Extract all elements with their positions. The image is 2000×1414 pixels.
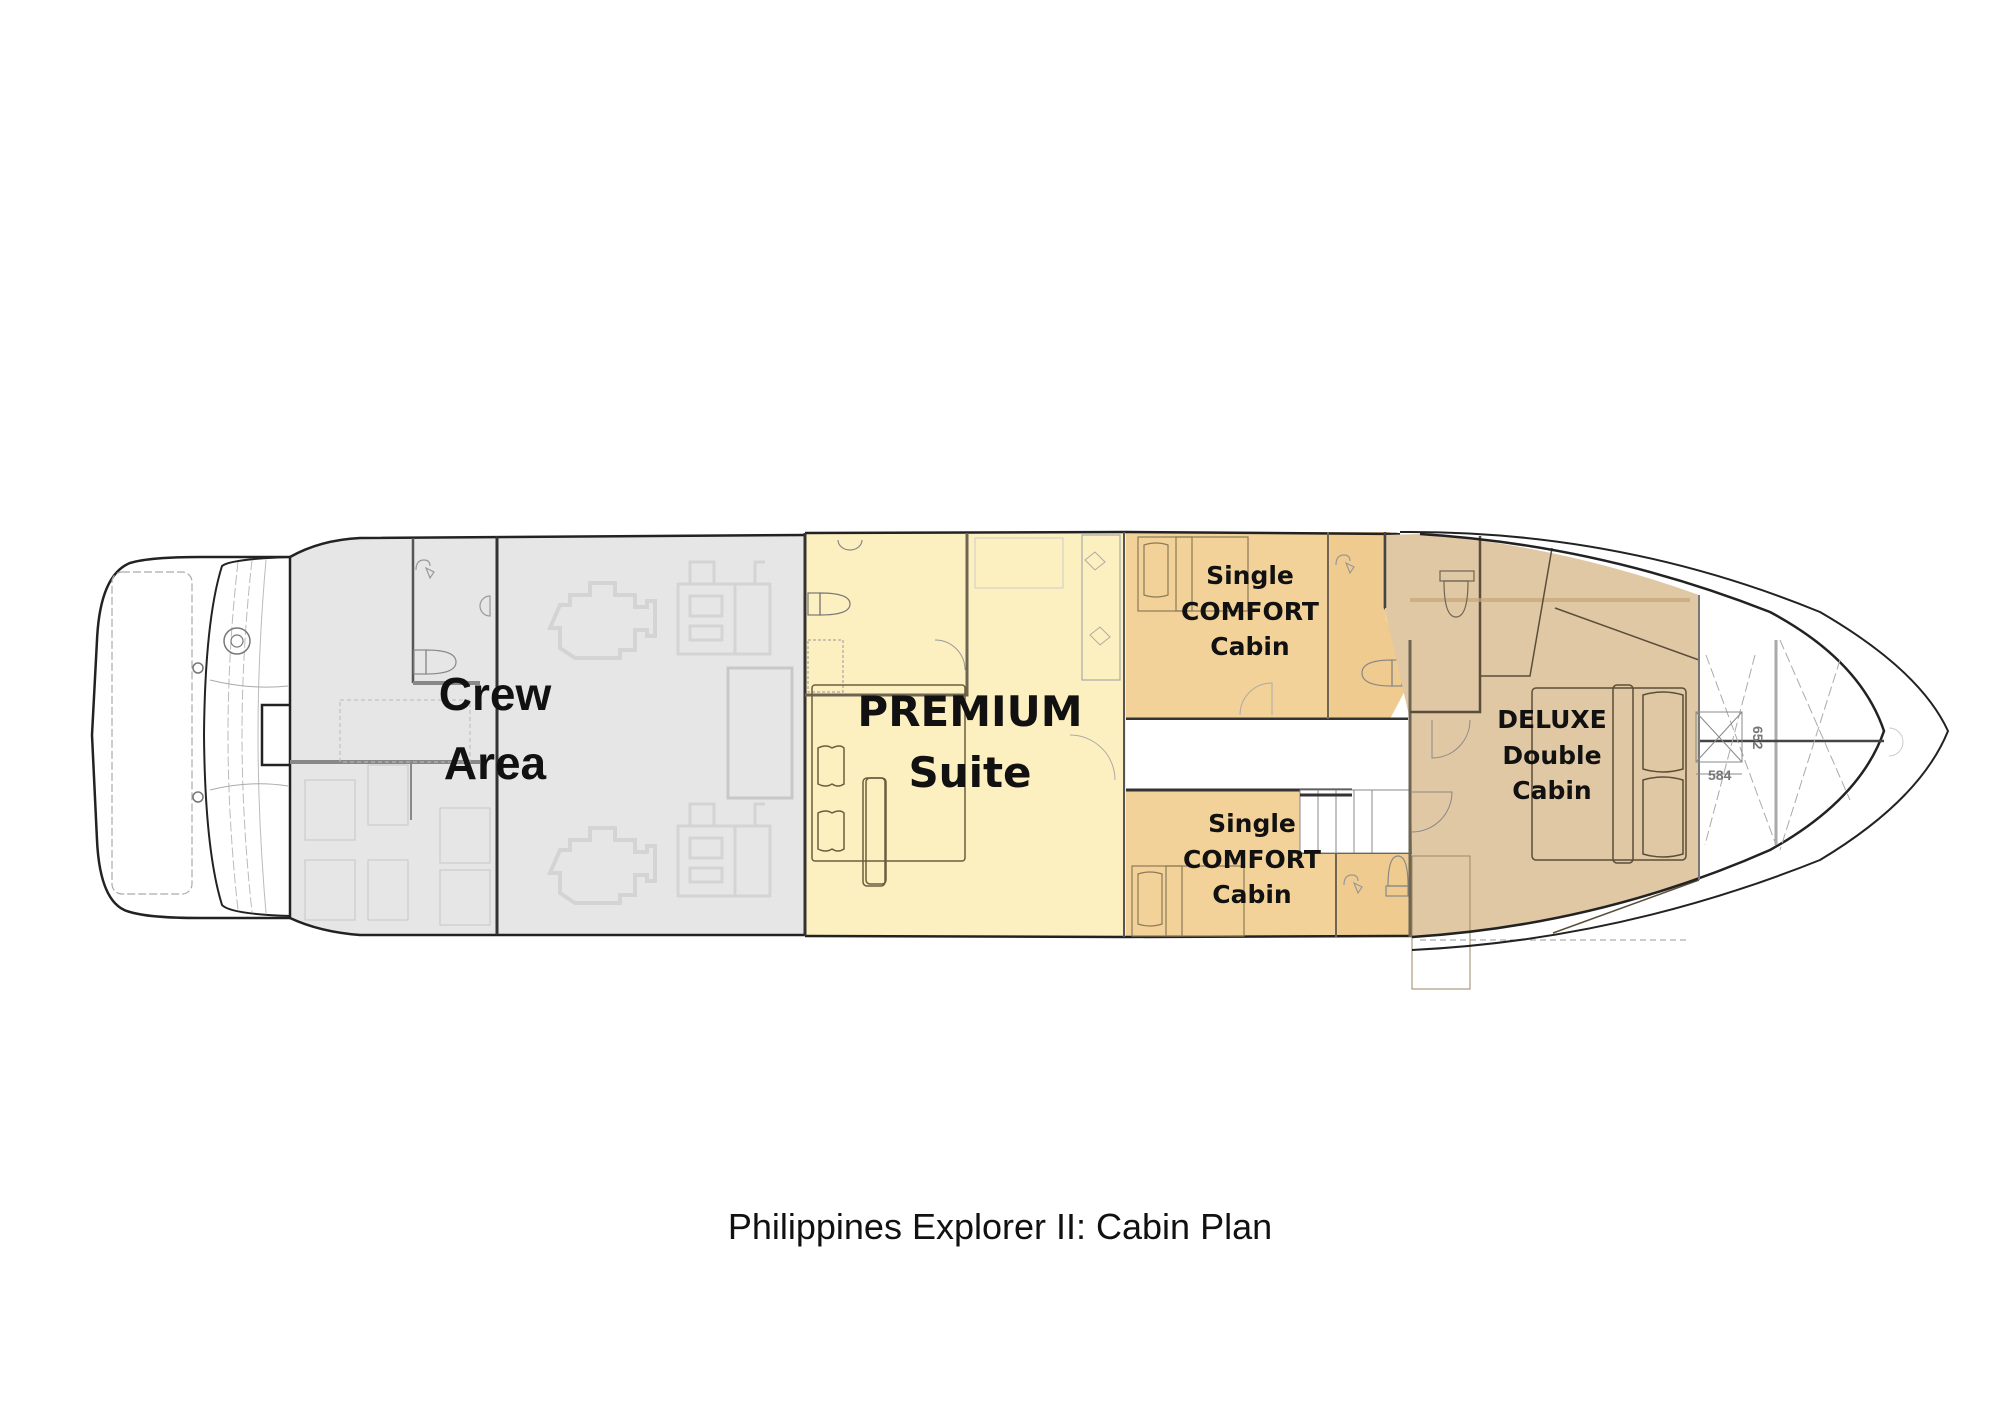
deluxe-cabin-label: DELUXE Double Cabin (1462, 702, 1642, 809)
pillow-icon (1143, 542, 1169, 598)
comfort-top-line2: COMFORT (1181, 596, 1319, 626)
premium-label-line1: PREMIUM (857, 687, 1083, 736)
sofa (1081, 534, 1121, 681)
hatch-height-dimension: 652 (1750, 726, 1766, 750)
pillow-icon (817, 810, 845, 852)
shower-icon (415, 559, 435, 580)
pillow-icon (1642, 776, 1684, 858)
comfort-cabin-bottom-label: Single COMFORT Cabin (1162, 806, 1342, 913)
corridor (1126, 720, 1409, 790)
premium-suite-label: PREMIUM Suite (850, 682, 1090, 804)
staircase-icon (1299, 789, 1413, 854)
pillow-icon (1642, 691, 1684, 773)
door-swing (1411, 791, 1453, 833)
premium-label-line2: Suite (908, 747, 1032, 797)
engine-icon (546, 581, 657, 660)
comfort-bottom-line1: Single (1208, 809, 1296, 838)
comfort-cabin-bottom (1125, 788, 1413, 939)
pillow-icon (1137, 871, 1163, 927)
crew-area (288, 533, 806, 937)
comfort-bottom-line2: COMFORT (1183, 844, 1321, 874)
bed-icon (1531, 684, 1687, 864)
comfort-top-line1: Single (1206, 561, 1294, 590)
sink-icon (479, 595, 491, 617)
shower-tray (807, 639, 844, 693)
toilet-icon (413, 649, 457, 675)
comfort-cabin-top-label: Single COMFORT Cabin (1160, 558, 1340, 665)
shower-icon (1343, 874, 1363, 895)
pillow-icon (817, 745, 845, 787)
comfort-top-line3: Cabin (1210, 632, 1290, 661)
deluxe-label-line2: Double (1502, 740, 1602, 770)
shower-icon (1335, 554, 1355, 575)
crew-label-line2: Area (443, 737, 547, 789)
bed-icon (1137, 536, 1249, 612)
door-swing (1431, 719, 1471, 759)
hatch-icon (1695, 711, 1743, 775)
toilet-icon (807, 592, 851, 616)
toilet-icon (1439, 570, 1475, 618)
deluxe-cabin-area (1383, 534, 1700, 990)
hatch-width-dimension: 584 (1708, 767, 1732, 783)
plan-caption: Philippines Explorer II: Cabin Plan (727, 1206, 1273, 1247)
crew-label-line1: Crew (438, 668, 552, 720)
comfort-cabin-top (1125, 530, 1411, 721)
engine-icon (546, 826, 657, 905)
generator-icon (676, 802, 772, 898)
comfort-bottom-line3: Cabin (1212, 880, 1292, 909)
bollard-icon (223, 627, 251, 655)
bed-icon (811, 684, 966, 887)
sink-icon (837, 539, 863, 551)
bow: 584 652 (1399, 530, 1950, 951)
boarding-ladder (260, 703, 294, 767)
deluxe-label-line3: Cabin (1512, 776, 1592, 805)
bed-icon (1131, 865, 1245, 937)
stern-deck (90, 555, 294, 920)
toilet-icon (1385, 855, 1409, 897)
generator-icon (676, 560, 772, 656)
deluxe-label-line1: DELUXE (1497, 705, 1607, 734)
crew-area-label: Crew Area (410, 660, 580, 798)
workbench (726, 666, 794, 800)
premium-suite-area (803, 530, 1127, 939)
